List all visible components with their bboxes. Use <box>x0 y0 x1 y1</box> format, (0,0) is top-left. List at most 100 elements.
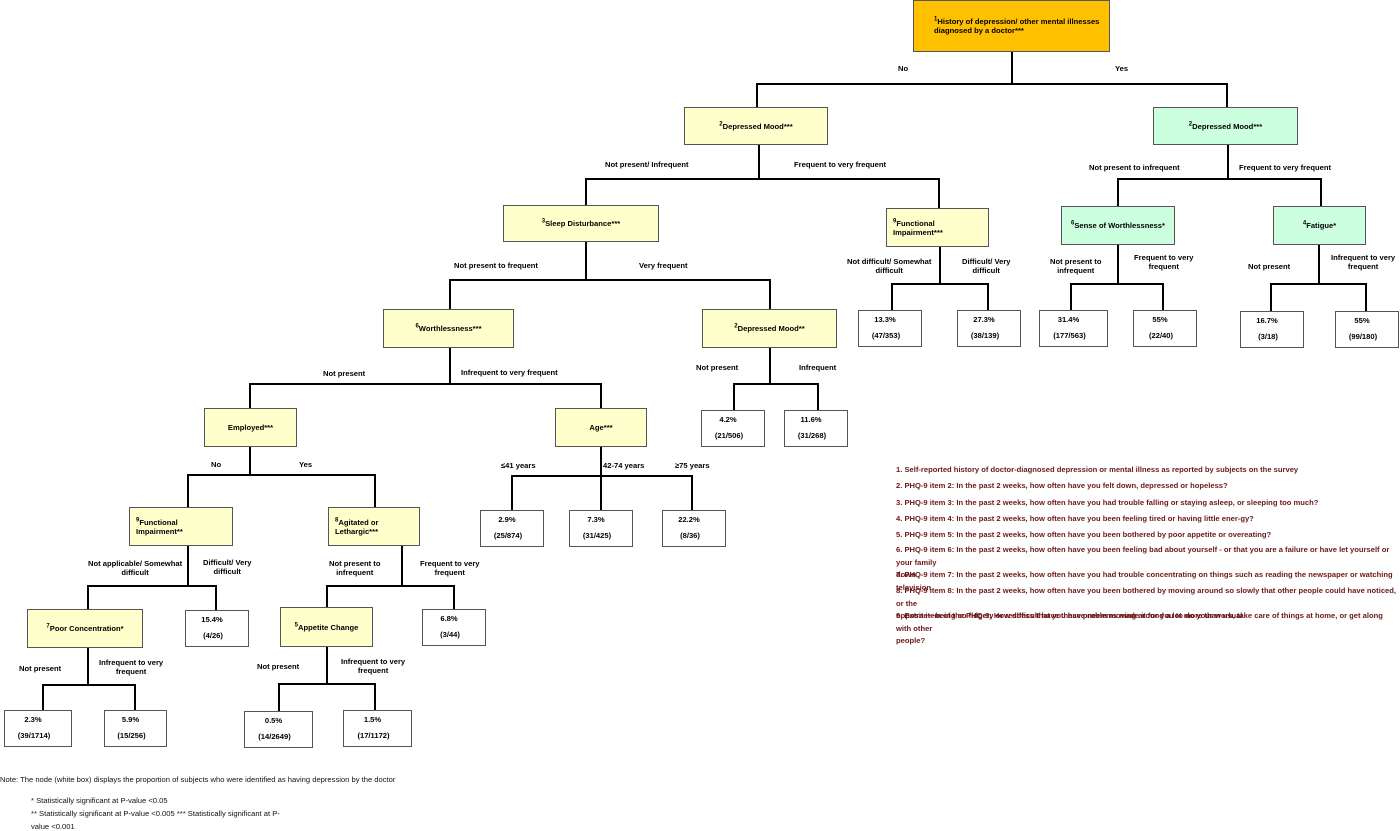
leaf-count: (3/18) <box>1258 332 1278 341</box>
node-text: Depressed Mood*** <box>1192 121 1263 131</box>
leaf-l5: 16.7% (3/18) <box>1240 311 1304 348</box>
legend-item-5: 5. PHQ-9 item 5: In the past 2 weeks, ho… <box>896 530 1272 539</box>
leaf-l2: 27.3%(38/139) <box>957 310 1021 347</box>
leaf-l3: 31.4% (177/563) <box>1039 310 1108 347</box>
node-label: 1History of depression/ other mental ill… <box>934 16 1103 35</box>
leaf-l10: 7.3% (31/425) <box>569 510 633 547</box>
branch-label: Difficult/ Very difficult <box>203 558 252 576</box>
node-item-number: 2 <box>719 120 723 127</box>
node-text: Sense of Worthlessness* <box>1074 221 1165 230</box>
leaf-percentage: 11.6% <box>800 415 822 424</box>
node-n9b: 9Functional Impairment** <box>129 507 233 546</box>
legend-item-2: 2. PHQ-9 item 2: In the past 2 weeks, ho… <box>896 481 1228 490</box>
branch-label: Infrequent to very frequent <box>341 657 406 675</box>
node-text: Employed*** <box>227 423 274 432</box>
leaf-count: (31/268) <box>797 431 827 440</box>
node-item-number: 5 <box>294 621 298 628</box>
node-label: 9Functional Impairment** <box>136 516 226 536</box>
legend-item-8: 8. PHQ-9 item 8: In the past 2 weeks, ho… <box>896 586 1397 620</box>
branch-label: ≤41 years <box>501 461 536 470</box>
leaf-percentage: 22.2% <box>678 515 700 524</box>
branch-label: Yes <box>1115 64 1129 73</box>
branch-label: No <box>898 64 909 73</box>
node-text: Worthlessness*** <box>418 324 482 333</box>
node-n6R: 6Sense of Worthlessness* <box>1061 206 1175 245</box>
branch-label: No <box>211 460 222 469</box>
node-text: Agitated or Lethargic*** <box>335 517 379 536</box>
leaf-percentage: 2.3% <box>24 715 42 724</box>
branch-label: ≥75 years <box>675 461 710 470</box>
branch-label: Not present <box>696 363 739 372</box>
leaf-percentage: 55% <box>1354 316 1370 325</box>
node-nAge: Age*** <box>555 408 647 447</box>
branch-label: Frequent to very frequent <box>794 160 886 169</box>
leaf-l7: 4.2%(21/506) <box>701 410 765 447</box>
node-n9a: 9Functional Impairment*** <box>886 208 989 247</box>
node-item-number: 6 <box>1071 220 1075 227</box>
leaf-percentage: 27.3% <box>973 315 995 324</box>
node-n2R: 2Depressed Mood*** <box>1153 107 1298 145</box>
node-text: History of depression/ other mental illn… <box>934 17 1100 35</box>
branch-label: Not present to frequent <box>454 261 538 270</box>
branch-label: Frequent to very frequent <box>1134 253 1194 271</box>
node-label: 4Fatigue* <box>1302 220 1336 230</box>
legend-item-9: 9. Extra item of the PHQ-9: How difficul… <box>896 611 1383 645</box>
leaf-percentage: 15.4% <box>201 615 223 624</box>
node-item-number: 2 <box>734 323 738 330</box>
branch-label: Infrequent <box>799 363 837 372</box>
node-text: Depressed Mood*** <box>722 121 793 131</box>
note-significance-1: * Statistically significant at P-value <… <box>31 796 168 805</box>
node-n7: 7Poor Concentration* <box>27 609 143 648</box>
leaf-percentage: 0.5% <box>264 716 283 725</box>
legend-item-3: 3. PHQ-9 item 3: In the past 2 weeks, ho… <box>896 498 1319 507</box>
node-item-number: 4 <box>1302 220 1307 227</box>
note-significance-2: ** Statistically significant at P-value … <box>31 809 280 818</box>
node-n4: 4Fatigue* <box>1273 206 1366 245</box>
leaf-percentage: 31.4% <box>1057 315 1080 324</box>
leaf-count: (177/563) <box>1053 331 1086 340</box>
leaf-count: (99/180) <box>1348 332 1378 341</box>
legend-item-7: 7. PHQ-9 item 7: In the past 2 weeks, ho… <box>896 570 1393 592</box>
node-label: 3Sleep Disturbance*** <box>542 218 621 228</box>
branch-label: Not present <box>1248 262 1291 271</box>
leaf-percentage: 1.5% <box>363 715 382 724</box>
branch-label: Infrequent to very frequent <box>461 368 558 377</box>
leaf-l12: 15.4% (4/26) <box>185 610 249 647</box>
node-label: 6Worthlessness*** <box>415 323 482 333</box>
leaf-l4: 55%(22/40) <box>1133 310 1197 347</box>
node-n2L: 2Depressed Mood*** <box>684 107 828 145</box>
leaf-l13: 6.8%(3/44) <box>422 609 486 646</box>
branch-label: Very frequent <box>639 261 688 270</box>
node-label: Employed*** <box>228 423 273 432</box>
node-item-number: 9 <box>136 516 140 523</box>
leaf-l14: 2.3%(39/1714) <box>4 710 72 747</box>
note-significance-3: value <0.001 <box>31 822 75 831</box>
node-n3: 3Sleep Disturbance*** <box>503 205 659 242</box>
branch-label: Yes <box>299 460 313 469</box>
node-label: Age*** <box>589 423 612 432</box>
node-text: Functional Impairment*** <box>893 218 943 237</box>
node-text: Sleep Disturbance*** <box>545 219 621 228</box>
branch-label: Not present to infrequent <box>1050 257 1102 275</box>
legend-item-4: 4. PHQ-9 item 4: In the past 2 weeks, ho… <box>896 514 1254 523</box>
node-text: Depressed Mood** <box>737 324 805 333</box>
branch-label: Not present <box>323 369 366 378</box>
branch-label: 42-74 years <box>603 461 645 470</box>
leaf-percentage: 4.2% <box>719 415 737 424</box>
leaf-count: (31/425) <box>582 531 612 540</box>
node-label: 7Poor Concentration* <box>46 623 123 633</box>
leaf-percentage: 7.3% <box>587 515 605 524</box>
node-label: 2Depressed Mood** <box>734 323 805 333</box>
node-label: 9Functional Impairment*** <box>893 218 982 237</box>
leaf-percentage: 55% <box>1152 315 1168 324</box>
leaf-count: (14/2649) <box>258 732 291 741</box>
leaf-count: (8/36) <box>680 531 700 540</box>
node-n8: 8Agitated or Lethargic*** <box>328 507 420 546</box>
leaf-count: (4/26) <box>203 631 223 640</box>
leaf-percentage: 16.7% <box>1256 316 1278 325</box>
branch-label: Difficult/ Very difficult <box>962 257 1011 275</box>
branch-label: Not difficult/ Somewhat difficult <box>847 257 932 275</box>
node-item-number: 2 <box>1188 120 1193 127</box>
